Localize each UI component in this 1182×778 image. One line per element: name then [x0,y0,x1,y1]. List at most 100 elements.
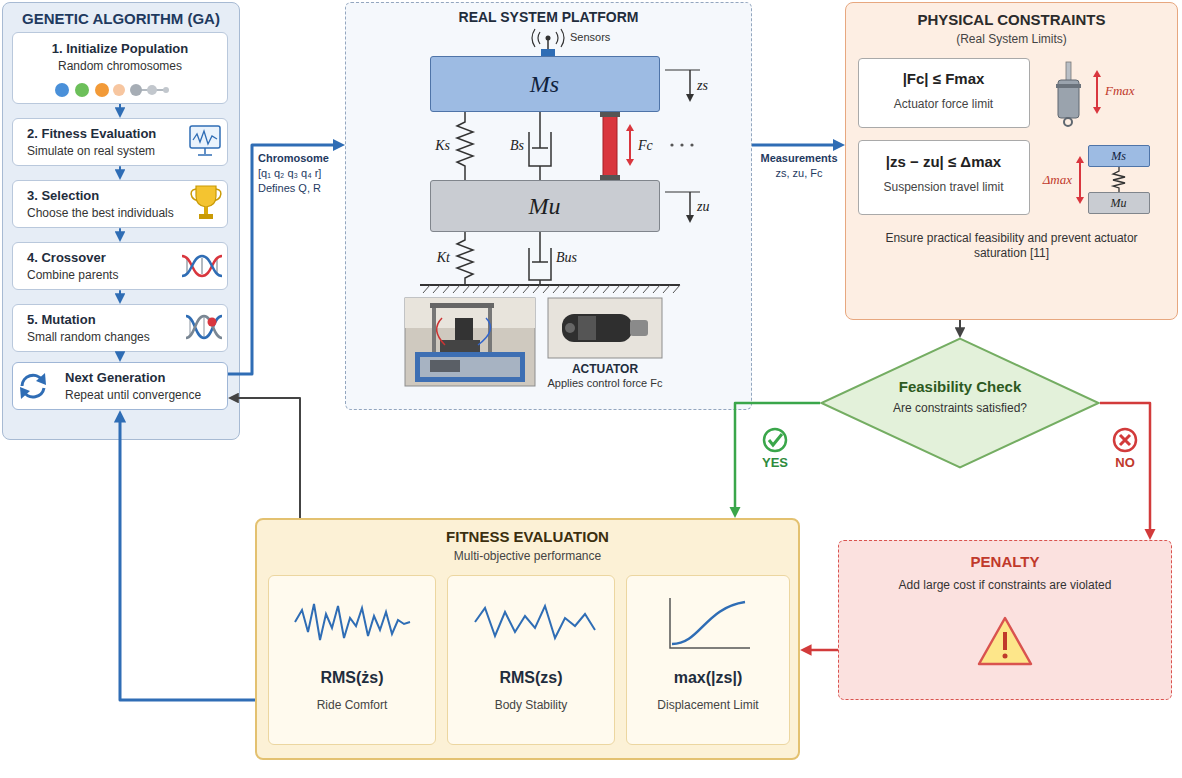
ground-hatch [423,285,680,293]
mutation-dna-icon [189,317,191,337]
chromosome-dots [55,83,69,97]
actuator-symbol [626,159,634,166]
photo-caption: ACTUATOR [535,362,675,377]
sensor-label: Sensors [570,31,640,45]
warning-icon [979,618,1031,664]
monitor-icon [193,131,217,144]
symbol-label: Fc [638,137,664,155]
dna-icon [182,256,222,276]
connector-arrow [233,398,300,518]
limit-label: Fmax [1105,83,1150,99]
travel-icon [1079,162,1081,198]
displacement-arrow [686,215,694,223]
travel-icon [1076,156,1084,163]
trophy-icon [199,214,213,219]
damper-symbol [529,232,551,285]
mutation-dna-icon [203,317,205,337]
edge-label: NO [1105,455,1145,471]
photo-caption: Applies control force Fc [530,377,680,391]
metric-box-text: Ride Comfort [275,698,429,713]
test-rig-photo [430,360,460,372]
ground-hatch [420,285,680,293]
sensor-label: Sensors [570,31,640,45]
mini-unsprung-mass: Mu [1088,192,1150,214]
connector-arrow [119,352,121,356]
spring-symbol [457,232,473,285]
step-box-text: 4. Crossover [27,250,183,266]
step-box-text: 5. Mutation [27,312,183,328]
chromosome-dots [147,85,157,95]
sensor-icon [532,29,535,47]
chromosome-dots [95,83,109,97]
actuator-icon [1093,107,1101,114]
spring-symbol [457,112,473,180]
sprung-mass: Ms [430,56,660,112]
next-generation-box-text: Next Generation [65,370,219,386]
actuator-photo [548,298,662,358]
actuator-symbol [600,112,694,180]
step-box-text: Simulate on real system [27,144,183,159]
trophy-icon [191,189,197,200]
connector-arrow [120,416,255,700]
waveform-icon [475,606,595,638]
trophy-icon [204,207,208,214]
yes-icon [764,429,786,451]
penalty-box-text: PENALTY [889,553,1121,572]
mutation-dna-icon [208,318,217,327]
displacement-arrow [689,192,691,216]
chromosome-dots [130,84,142,96]
constraint-box-text: Actuator force limit [865,97,1023,112]
penalty-box-text: Add large cost if constraints are violat… [889,578,1121,593]
connector-arrow [119,104,121,113]
edge-note: Defines Q, R [258,182,343,196]
constraints-panel-text: PHYSICAL CONSTRAINTS [860,11,1163,30]
actuator-icon [1056,62,1101,126]
dna-icon [216,258,218,274]
waveform-icon [295,604,595,640]
mini-sprung-mass-text: Ms [1091,149,1147,164]
actuator-symbol [600,112,620,117]
no-icon [1120,435,1130,445]
constraints-panel-text: Ensure practical feasibility and prevent… [860,231,1163,261]
symbol-label: Bus [556,249,592,267]
constraints-panel-text: (Real System Limits) [860,32,1163,47]
photo-caption: Applies control force Fc [530,377,680,391]
test-rig-photo [405,298,535,328]
sensor-icon [561,29,564,47]
edge-label: Chromosome [258,152,343,166]
trophy-icon [196,186,216,207]
metric-box-text: max(|zs|) [633,668,783,688]
constraint-box: |zs − zu| ≤ ΔmaxSuspension travel limit [858,140,1030,215]
monitor-icon [198,154,212,156]
diamond-outline [821,339,1098,468]
test-rig-photo [405,298,535,386]
metric-box-text: Body Stability [454,698,608,713]
damper-symbol [529,112,551,285]
metric-box: RMS(zs)Body Stability [447,575,615,745]
test-rig-photo [478,318,491,345]
symbol-label: zu [697,198,725,216]
curve-icon [670,598,750,648]
symbol-label: Bus [556,249,592,267]
chromosome-dots [163,87,169,93]
symbol-label: Kt [418,249,450,267]
sprung-mass-text: Ms [435,69,655,99]
metric-box-text: Displacement Limit [633,698,783,713]
constraint-box: |Fc| ≤ FmaxActuator force limit [858,58,1030,128]
limit-label: Fmax [1105,83,1150,99]
dna-icon [201,258,203,274]
mutation-dna-icon [186,316,222,338]
step-box-text: Small random changes [27,330,183,345]
monitor-icon [190,126,220,148]
ground-hatch [420,284,680,286]
symbol-label: zu [697,198,725,216]
edge-note: [q₁ q₂ q₃ q₄ r] [258,167,343,181]
photo-caption: ACTUATOR [535,362,675,377]
fitness-panel-text: Multi-objective performance [265,549,790,564]
mini-sprung-mass: Ms [1088,145,1150,167]
test-rig-photo [432,305,436,353]
actuator-photo [562,314,632,342]
edge-label: YES [750,455,800,471]
actuator-photo [578,316,596,340]
constraint-box-text: Suspension travel limit [865,180,1023,195]
